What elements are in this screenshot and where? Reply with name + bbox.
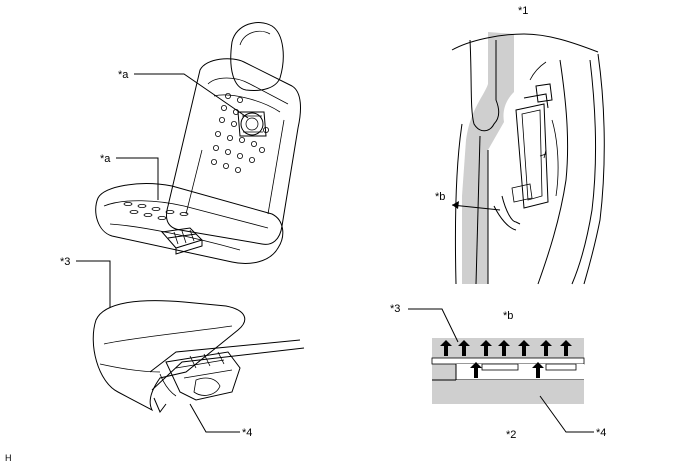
cushion-underside-drawing [92, 300, 305, 413]
seatback-blower-fan [237, 111, 267, 137]
airflow-arrows-lower [470, 362, 544, 378]
label-section-cushion: *3 [390, 303, 400, 315]
label-side-view-title: *1 [518, 5, 528, 17]
corner-mark: H [5, 453, 12, 463]
airflow-arrows-top [440, 340, 572, 356]
label-side-view-caption: *b [503, 310, 513, 322]
label-seat-cushion: *3 [60, 256, 70, 268]
cross-section-drawing [431, 338, 585, 404]
label-seat-heater-upper: *a [118, 69, 129, 81]
label-seat-heater-lower: *a [100, 153, 111, 165]
label-bracket: *4 [242, 427, 252, 439]
cushion-heater-holes [123, 201, 189, 220]
seatback-heater-holes [210, 93, 269, 173]
side-view-drawing [451, 32, 605, 285]
label-side-view-pointer: *b [435, 191, 445, 203]
cushion-blower-fan [161, 227, 203, 255]
label-section-bracket: *4 [596, 427, 606, 439]
label-section-title: *2 [506, 429, 516, 441]
seat-assembly-drawing [95, 22, 301, 264]
